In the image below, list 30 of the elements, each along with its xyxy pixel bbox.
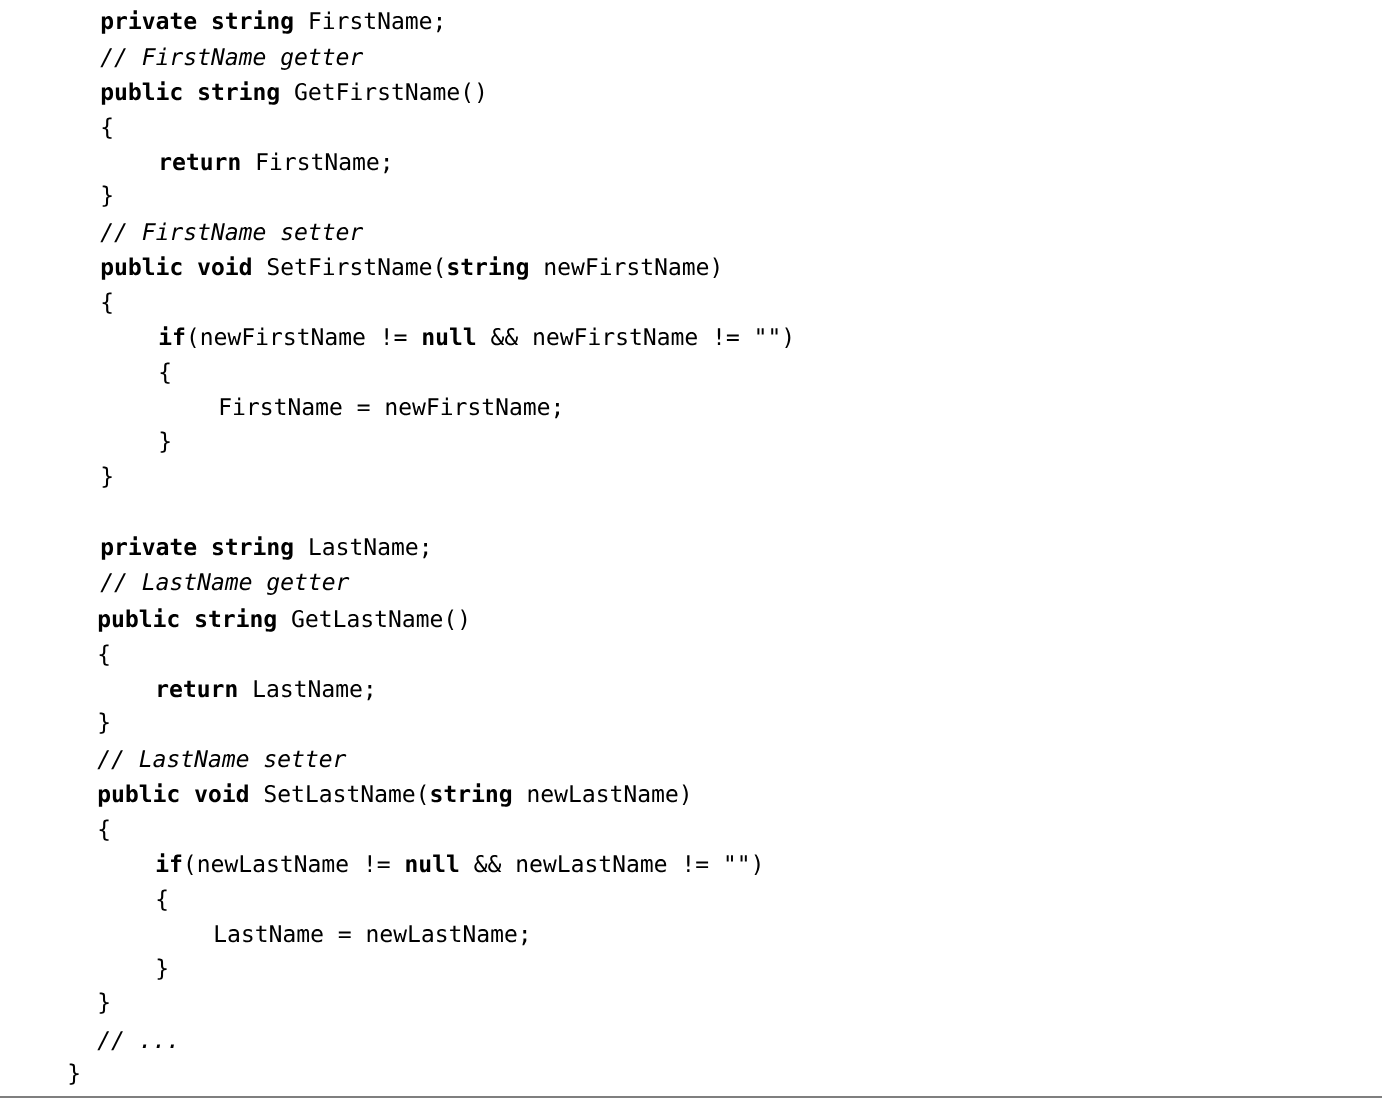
- code-comment: // FirstName setter: [100, 222, 364, 243]
- code-line: public void SetLastName(string newLastName): [98, 783, 688, 807]
- code-line: }: [102, 466, 112, 488]
- code-line: if(newFirstName != null && newFirstName != ""): [159, 326, 791, 349]
- code-line: {: [102, 117, 112, 139]
- code-line: return LastName;: [158, 680, 372, 701]
- code-line: }: [160, 431, 170, 453]
- code-line: {: [160, 362, 170, 384]
- code-comment: // FirstName getter: [100, 47, 364, 70]
- code-line: return FirstName;: [161, 152, 389, 174]
- code-line: {: [99, 644, 109, 666]
- code-line: }: [99, 992, 109, 1014]
- code-line: }: [102, 185, 112, 207]
- code-line: LastName = newLastName;: [215, 925, 527, 946]
- code-line: FirstName = newFirstName;: [220, 397, 559, 419]
- code-comment: // LastName getter: [100, 573, 350, 595]
- code-comment: // ...: [97, 1031, 174, 1051]
- code-line: public void SetFirstName(string newFirstName): [101, 256, 719, 280]
- code-line: private string LastName;: [101, 536, 428, 560]
- code-line: }: [69, 1063, 79, 1085]
- code-line: {: [157, 889, 167, 911]
- code-line: private string FirstName;: [101, 10, 441, 34]
- code-line: public string GetFirstName(): [101, 81, 484, 105]
- code-line: }: [99, 712, 109, 734]
- code-line: public string GetLastName(): [98, 608, 467, 632]
- code-line: {: [99, 819, 109, 841]
- code-line: if(newLastName != null && newLastName != ""): [156, 853, 760, 876]
- code-comment: // LastName setter: [97, 750, 347, 770]
- code-line: }: [157, 958, 167, 980]
- code-line: {: [102, 292, 112, 314]
